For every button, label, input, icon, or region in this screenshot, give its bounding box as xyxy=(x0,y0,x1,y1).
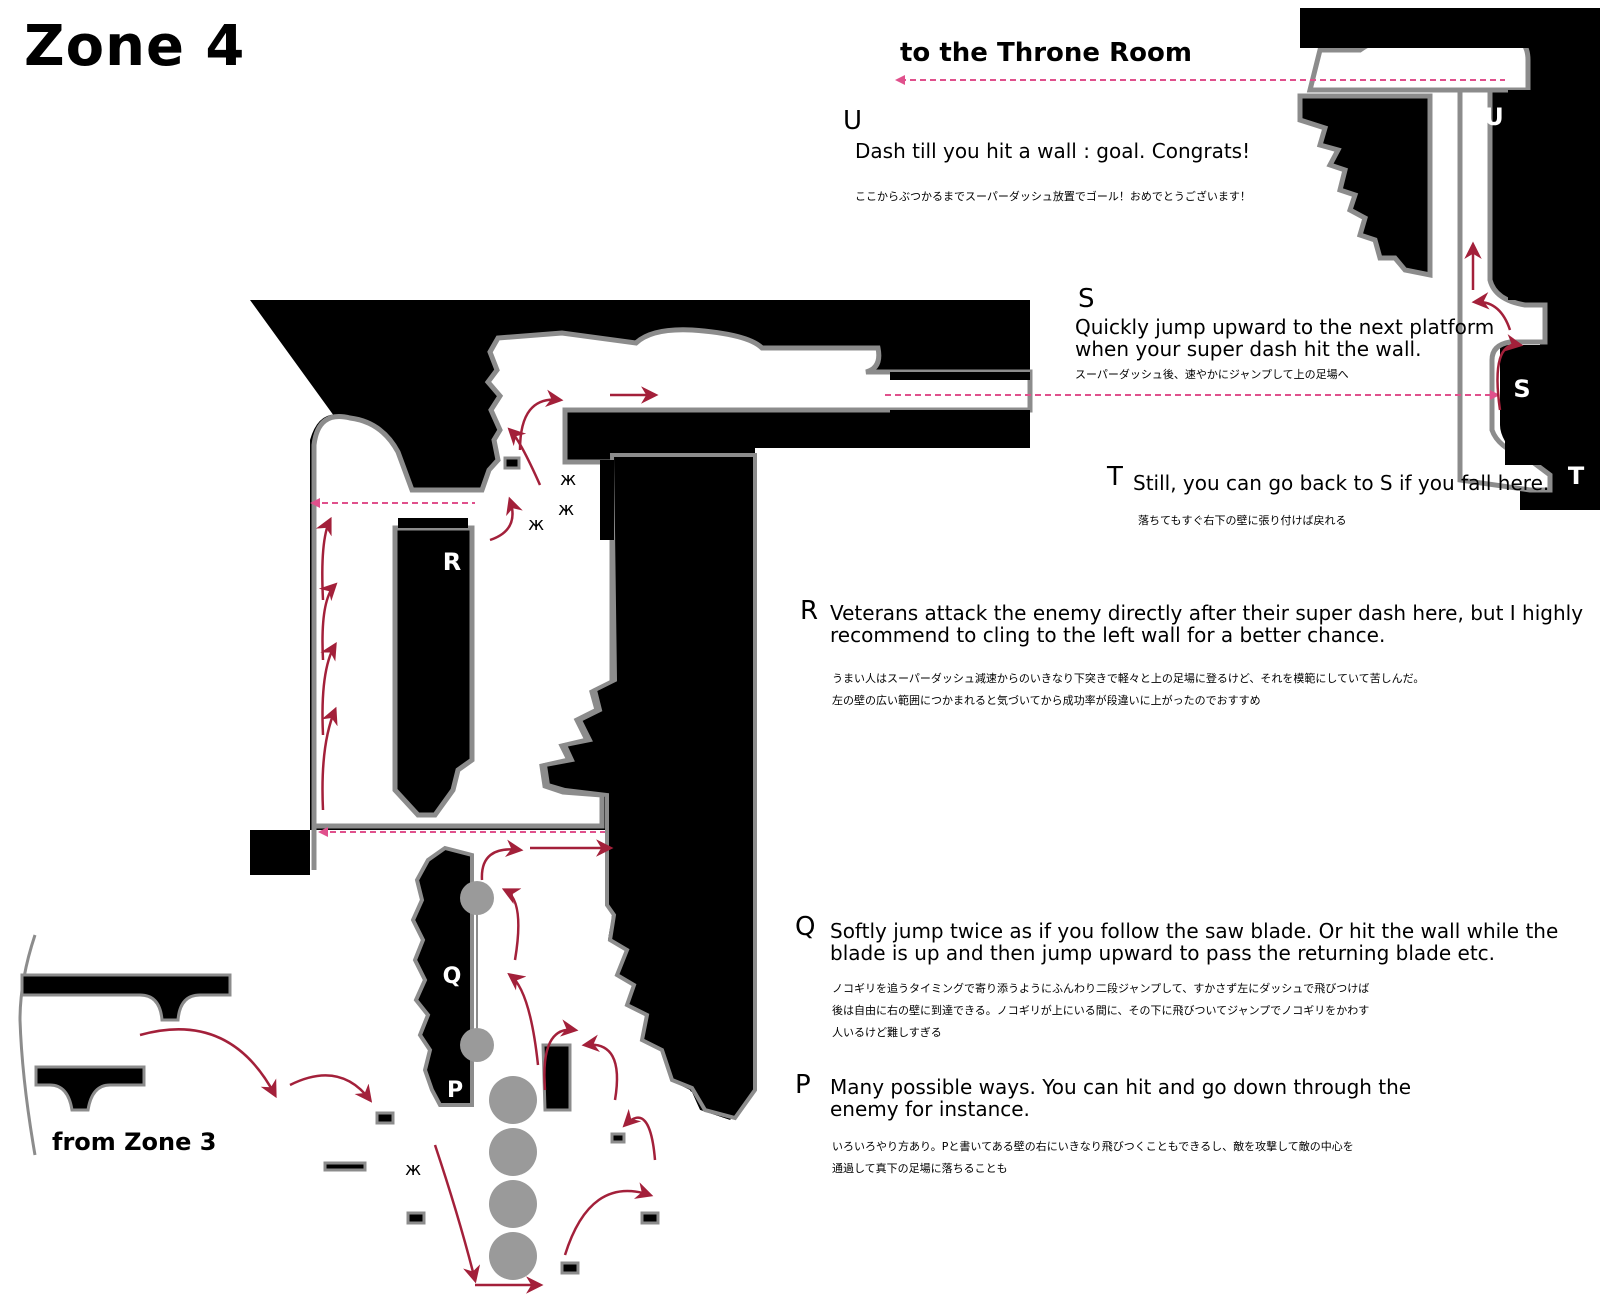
enemy-icons: ж ж ж ж xyxy=(405,469,576,1180)
saw-blade xyxy=(460,1028,494,1062)
note-r-key: R xyxy=(800,596,819,626)
note-u-jp: ここからぶつかるまでスーパーダッシュ放置でゴール！おめでとうございます！ xyxy=(855,190,1251,203)
note-q-key: Q xyxy=(795,912,816,942)
note-r-en-1: Veterans attack the enemy directly after… xyxy=(830,601,1584,625)
page-title: Zone 4 xyxy=(24,14,246,79)
from-zone3-label: from Zone 3 xyxy=(52,1128,217,1156)
saw-blade-column xyxy=(489,1076,537,1280)
note-s-en-1: Quickly jump upward to the next platform xyxy=(1075,315,1495,339)
saw-blade-track xyxy=(460,881,494,1062)
svg-text:ж: ж xyxy=(560,469,576,490)
note-q-jp-3: 人いるけど難しすぎる xyxy=(832,1026,942,1039)
map-marker-t: T xyxy=(1568,462,1585,490)
note-p-en-1: Many possible ways. You can hit and go d… xyxy=(830,1075,1412,1099)
room-q-lower xyxy=(420,830,740,1290)
note-s-jp: スーパーダッシュ後、速やかにジャンプして上の足場へ xyxy=(1075,368,1349,381)
note-p-key: P xyxy=(795,1070,811,1100)
note-r-en-2: recommend to cling to the left wall for … xyxy=(830,623,1386,647)
note-r-jp-2: 左の壁の広い範囲につかまれると気づいてから成功率が段違いに上がったのでおすすめ xyxy=(832,694,1261,707)
map-marker-q: Q xyxy=(443,964,462,989)
pillar-q xyxy=(410,845,474,1107)
map-marker-r: R xyxy=(443,548,461,576)
to-throne-label: to the Throne Room xyxy=(900,38,1192,68)
note-s-en-2: when your super dash hit the wall. xyxy=(1075,337,1422,361)
room-r-left xyxy=(311,327,1033,870)
note-p-en-2: enemy for instance. xyxy=(830,1097,1030,1121)
spike-rows xyxy=(398,372,1030,540)
jagged-wall-u xyxy=(1297,93,1433,279)
map-marker-u: U xyxy=(1484,103,1504,131)
note-q-jp-1: ノコギリを追うタイミングで寄り添うようにふんわり二段ジャンプして、すかさず左にダ… xyxy=(832,982,1370,995)
map-marker-s: S xyxy=(1513,375,1530,403)
note-q-en-2: blade is up and then jump upward to pass… xyxy=(830,941,1496,965)
note-r-jp-1: うまい人はスーパーダッシュ減速からのいきなり下突きで軽々と上の足場に登るけど、そ… xyxy=(832,672,1425,685)
dash-arrows xyxy=(312,79,1505,833)
pillar-r xyxy=(392,525,475,818)
note-p-jp-1: いろいろやり方あり。Pと書いてある壁の右にいきなり飛びつくこともできるし、敵を攻… xyxy=(832,1140,1354,1153)
zone3-entrance xyxy=(18,934,232,1156)
path-arrows xyxy=(139,241,1524,1294)
note-s-key: S xyxy=(1078,284,1095,314)
note-t-en: Still, you can go back to S if you fall … xyxy=(1133,471,1550,495)
map-marker-p: P xyxy=(447,1078,463,1103)
saw-blade xyxy=(460,881,494,915)
note-u-en: Dash till you hit a wall : goal. Congrat… xyxy=(855,139,1251,163)
svg-text:ж: ж xyxy=(405,1159,421,1180)
svg-text:ж: ж xyxy=(528,514,544,535)
lower-right-wall xyxy=(542,453,757,1121)
note-q-jp-2: 後は自由に右の壁に到達できる。ノコギリが上にいる間に、その下に飛びついてジャンプ… xyxy=(832,1004,1370,1017)
note-t-jp: 落ちてもすぐ右下の壁に張り付けば戻れる xyxy=(1138,514,1347,527)
note-q-en-1: Softly jump twice as if you follow the s… xyxy=(830,919,1559,943)
note-t-key: T xyxy=(1107,462,1123,492)
note-p-jp-2: 通過して真下の足場に落ちることも xyxy=(832,1162,1008,1175)
note-u-key: U xyxy=(843,106,863,136)
svg-text:ж: ж xyxy=(558,499,574,520)
